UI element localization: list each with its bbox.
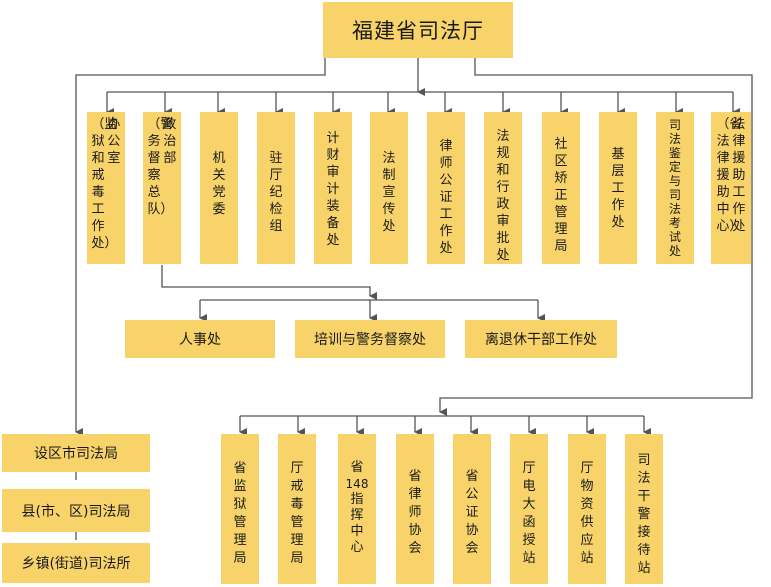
aff-lawyers-association-label: 省律师协会	[408, 469, 422, 556]
aff-prison-bureau: 省监狱管理局	[221, 434, 259, 584]
dept-office-sub: （监狱和戒毒工作处）	[91, 117, 118, 251]
local-township-office: 乡镇(街道)司法所	[2, 543, 150, 583]
dept-political-main: 政治部	[163, 117, 177, 166]
aff-148-char-5: 中	[350, 524, 364, 539]
dept-political-sub: （警务督察总队）	[147, 117, 174, 217]
aff-notary-association-label: 省公证协会	[465, 469, 479, 556]
dept-legal-publicity: 法制宣传处	[370, 112, 408, 264]
root-node: 福建省司法厅	[323, 2, 513, 58]
dept-lawyer-notary: 律师公证工作处	[427, 112, 465, 264]
aff-notary-association: 省公证协会	[453, 434, 491, 584]
aff-drug-rehab-bureau: 厅戒毒管理局	[278, 434, 316, 584]
dept-finance: 计财审计装备处	[314, 112, 352, 264]
local-county-bureau: 县(市、区)司法局	[2, 489, 150, 532]
aff-prison-bureau-label: 省监狱管理局	[233, 461, 247, 566]
dept-discipline-label: 驻厅纪检组	[269, 151, 283, 234]
sub-personnel: 人事处	[125, 320, 275, 358]
aff-148-char-1: 省	[350, 460, 364, 475]
dept-community-correction: 社区矫正管理局	[542, 112, 580, 264]
aff-supply-station: 厅物资供应站	[568, 434, 606, 584]
dept-party-committee-label: 机关党委	[212, 151, 226, 217]
aff-148-char-4: 挥	[350, 508, 364, 523]
sub-training-inspection: 培训与警务督察处	[295, 320, 445, 358]
dept-lawyer-notary-label: 律师公证工作处	[439, 139, 453, 256]
dept-regulation-label: 法规和行政审批处	[496, 129, 510, 263]
dept-legal-aid-sub: （省法律援助中心）	[716, 117, 743, 234]
dept-office-main: 办公室	[107, 117, 121, 166]
dept-office: （监狱和戒毒工作处） 办公室	[87, 112, 125, 264]
aff-148-char-2: 148	[345, 477, 369, 491]
aff-drug-rehab-bureau-label: 厅戒毒管理局	[290, 461, 304, 566]
aff-supply-station-label: 厅物资供应站	[580, 461, 594, 566]
dept-finance-label: 计财审计装备处	[326, 131, 340, 248]
aff-lawyers-association: 省律师协会	[396, 434, 434, 584]
dept-regulation: 法规和行政审批处	[484, 112, 522, 264]
dept-forensic-exam-label: 司法鉴定与司法考试处	[668, 118, 681, 258]
dept-grassroots: 基层工作处	[599, 112, 637, 264]
dept-forensic-exam: 司法鉴定与司法考试处	[656, 112, 694, 264]
aff-148-command-center: 省 148 指 挥 中 心	[338, 434, 376, 584]
aff-148-char-3: 指	[350, 492, 364, 507]
dept-political: （警务督察总队） 政治部	[143, 112, 181, 264]
local-city-bureau: 设区市司法局	[2, 434, 150, 472]
dept-party-committee: 机关党委	[200, 112, 238, 264]
dept-legal-aid: （省法律援助中心） 法律援助工作处	[711, 112, 751, 264]
sub-retired-cadres: 离退休干部工作处	[465, 320, 617, 358]
dept-legal-publicity-label: 法制宣传处	[382, 151, 396, 234]
dept-discipline: 驻厅纪检组	[257, 112, 295, 264]
dept-grassroots-label: 基层工作处	[611, 147, 625, 230]
aff-reception-station-label: 司法干警接待站	[637, 453, 651, 576]
aff-tvu-station-label: 厅电大函授站	[522, 461, 536, 566]
dept-community-correction-label: 社区矫正管理局	[554, 137, 568, 254]
aff-reception-station: 司法干警接待站	[625, 434, 663, 584]
aff-148-command-center-label: 省 148 指 挥 中 心	[346, 440, 369, 556]
dept-legal-aid-main: 法律援助工作处	[732, 117, 746, 234]
aff-tvu-station: 厅电大函授站	[510, 434, 548, 584]
aff-148-char-6: 心	[350, 540, 364, 555]
